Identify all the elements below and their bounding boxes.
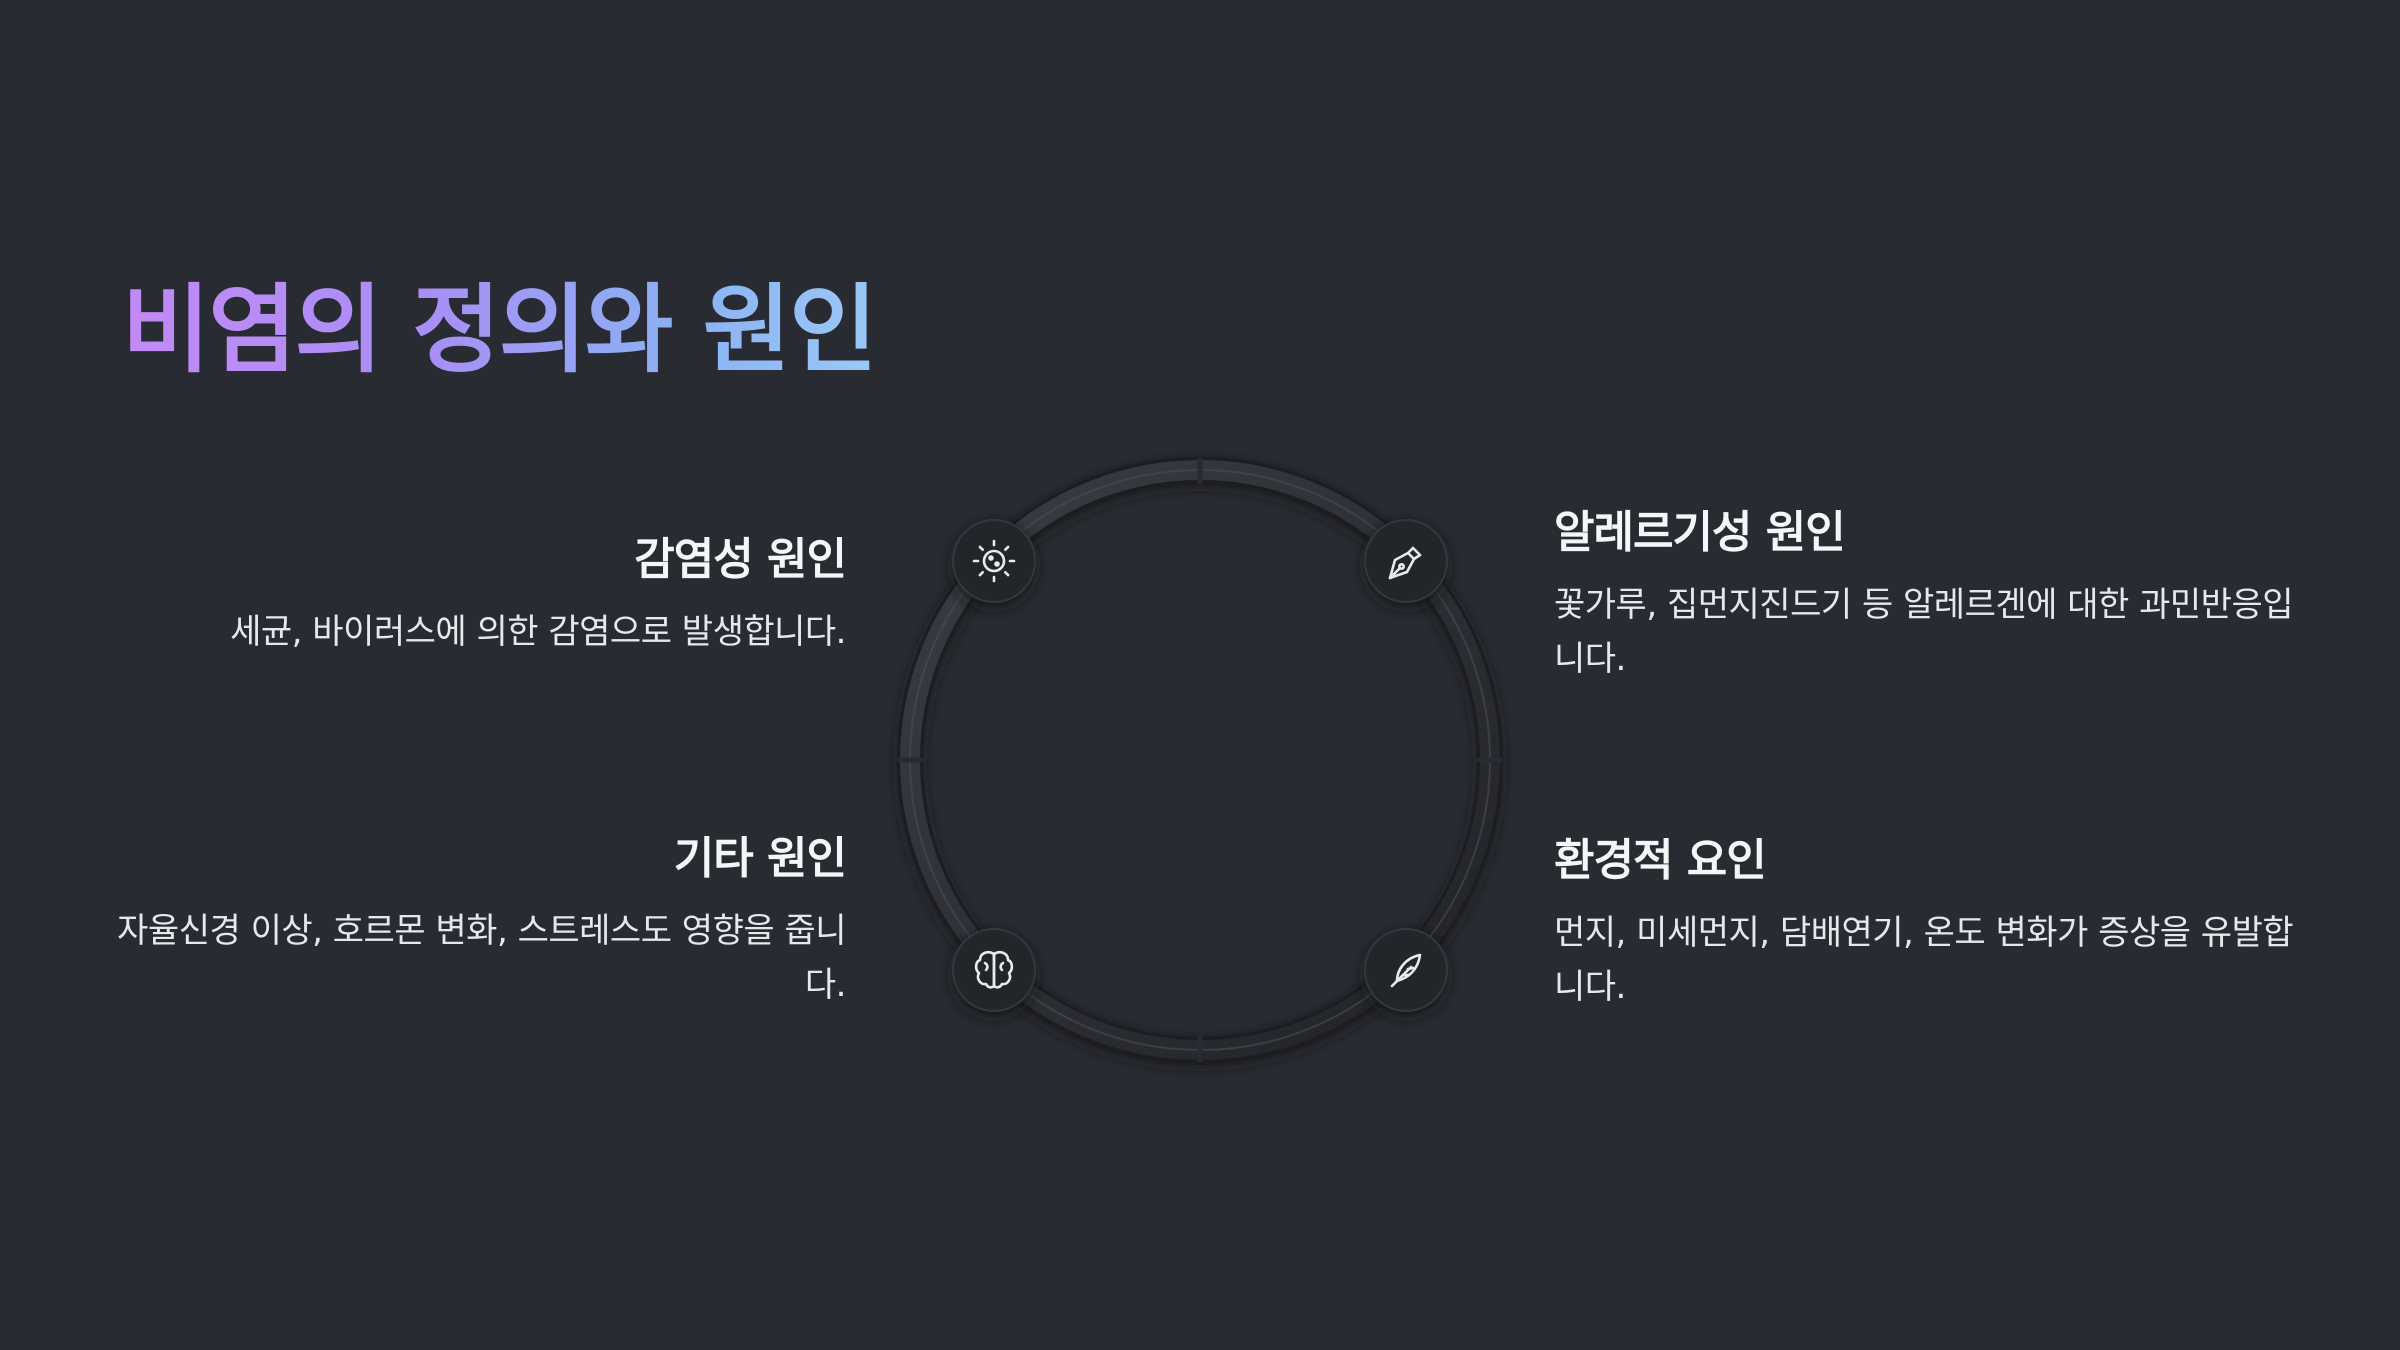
cause-environmental-title: 환경적 요인: [1554, 835, 1767, 886]
page-title: 비염의 정의와 원인: [122, 274, 877, 386]
cycle-ring: [897, 457, 1503, 1063]
cause-infectious: 감염성 원인 세균, 바이러스에 의한 감염으로 발생합니다.: [106, 532, 847, 659]
node-allergic: [1364, 519, 1448, 603]
cause-other-desc: 자율신경 이상, 호르몬 변화, 스트레스도 영향을 줍니다.: [117, 911, 846, 1005]
cause-allergic-desc: 꽃가루, 집먼지진드기 등 알레르겐에 대한 과민반응입니다.: [1554, 585, 2294, 679]
cause-infectious-title: 감염성 원인: [634, 534, 847, 585]
cause-infectious-desc: 세균, 바이러스에 의한 감염으로 발생합니다.: [230, 612, 846, 652]
node-infectious: [952, 519, 1036, 603]
cause-other: 기타 원인 자율신경 이상, 호르몬 변화, 스트레스도 영향을 줍니다.: [106, 831, 847, 1012]
cause-other-title: 기타 원인: [673, 833, 847, 884]
feather-pen-icon: [1390, 953, 1422, 988]
brain-icon: [974, 950, 1014, 989]
virus-icon: [972, 539, 1016, 583]
cause-environmental: 환경적 요인 먼지, 미세먼지, 담배연기, 온도 변화가 증상을 유발합니다.: [1554, 833, 2294, 1014]
cause-allergic-title: 알레르기성 원인: [1554, 507, 1846, 558]
cause-environmental-desc: 먼지, 미세먼지, 담배연기, 온도 변화가 증상을 유발합니다.: [1554, 913, 2294, 1007]
pen-nib-icon: [1388, 546, 1422, 580]
cause-allergic: 알레르기성 원인 꽃가루, 집먼지진드기 등 알레르겐에 대한 과민반응입니다.: [1554, 505, 2294, 686]
node-other: [952, 928, 1036, 1012]
node-environmental: [1364, 928, 1448, 1012]
